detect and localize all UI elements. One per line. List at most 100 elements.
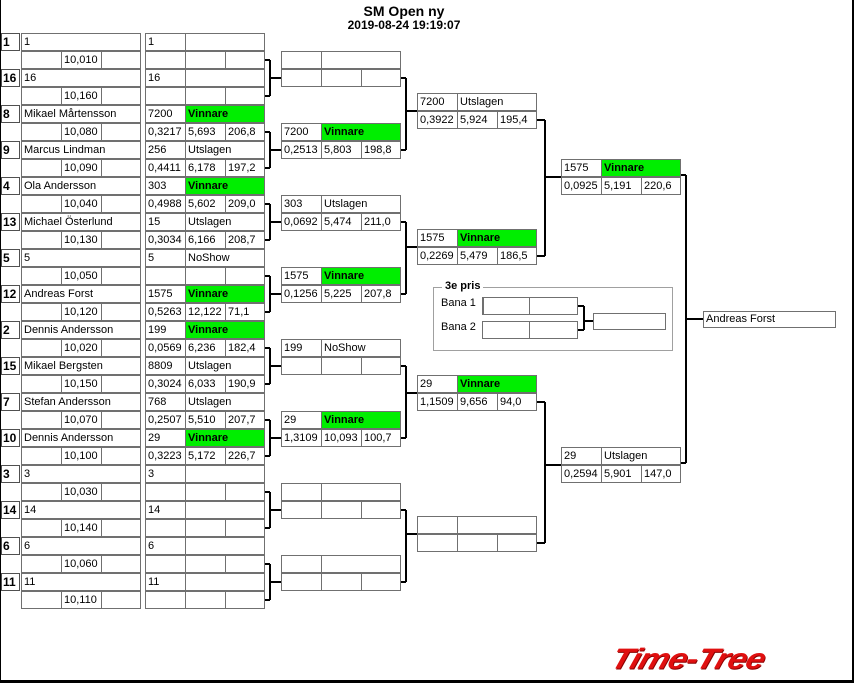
entrant-name[interactable]: 11 bbox=[21, 573, 141, 591]
lane2-result[interactable] bbox=[529, 321, 578, 339]
entrant-name[interactable]: Stefan Andersson bbox=[21, 393, 141, 411]
quarterfinal-car-number[interactable] bbox=[281, 483, 322, 501]
entrant-dial-in[interactable]: 10,080 bbox=[61, 123, 102, 141]
semifinal-reaction-time: 0,3922 bbox=[417, 111, 458, 129]
entrant-dial-in[interactable]: 10,100 bbox=[61, 447, 102, 465]
quarterfinal-speed: 211,0 bbox=[361, 213, 401, 231]
quarterfinal-car-number[interactable] bbox=[281, 51, 322, 69]
quarterfinal-car-number[interactable]: 7200 bbox=[281, 123, 322, 141]
round1-car-number[interactable]: 5 bbox=[145, 249, 186, 267]
quarterfinal-car-number[interactable]: 1575 bbox=[281, 267, 322, 285]
round1-car-number[interactable]: 14 bbox=[145, 501, 186, 519]
quarterfinal-speed bbox=[361, 357, 401, 375]
final-car-number[interactable]: 29 bbox=[561, 447, 602, 465]
seed-number: 3 bbox=[1, 465, 20, 483]
seed-number: 14 bbox=[1, 501, 20, 519]
semifinal-status bbox=[457, 516, 537, 534]
round1-car-number[interactable]: 1575 bbox=[145, 285, 186, 303]
entrant-blank bbox=[101, 159, 141, 177]
round1-car-number[interactable]: 3 bbox=[145, 465, 186, 483]
round1-status: Vinnare bbox=[185, 105, 265, 123]
entrant-dial-in[interactable]: 10,040 bbox=[61, 195, 102, 213]
entrant-name[interactable]: 1 bbox=[21, 33, 141, 51]
entrant-dial-in[interactable]: 10,140 bbox=[61, 519, 102, 537]
entrant-name[interactable]: Andreas Forst bbox=[21, 285, 141, 303]
round1-car-number[interactable]: 1 bbox=[145, 33, 186, 51]
quarterfinal-car-number[interactable] bbox=[281, 555, 322, 573]
lane1-input[interactable] bbox=[482, 297, 530, 315]
entrant-blank bbox=[21, 375, 62, 393]
entrant-blank bbox=[101, 339, 141, 357]
round1-car-number[interactable]: 16 bbox=[145, 69, 186, 87]
semifinal-speed: 186,5 bbox=[497, 247, 537, 265]
lane2-input[interactable] bbox=[482, 321, 530, 339]
entrant-dial-in[interactable]: 10,130 bbox=[61, 231, 102, 249]
round1-speed bbox=[225, 519, 265, 537]
entrant-dial-in[interactable]: 10,110 bbox=[61, 591, 102, 609]
entrant-name[interactable]: Marcus Lindman bbox=[21, 141, 141, 159]
round1-status: Utslagen bbox=[185, 357, 265, 375]
entrant-name[interactable]: Mikael Bergsten bbox=[21, 357, 141, 375]
entrant-blank bbox=[21, 231, 62, 249]
semifinal-reaction-time: 0,2269 bbox=[417, 247, 458, 265]
entrant-name[interactable]: Dennis Andersson bbox=[21, 321, 141, 339]
round1-reaction-time bbox=[145, 483, 186, 501]
entrant-name[interactable]: 16 bbox=[21, 69, 141, 87]
round1-car-number[interactable]: 768 bbox=[145, 393, 186, 411]
entrant-dial-in[interactable]: 10,020 bbox=[61, 339, 102, 357]
entrant-dial-in[interactable]: 10,120 bbox=[61, 303, 102, 321]
semifinal-car-number[interactable]: 29 bbox=[417, 375, 458, 393]
round1-reaction-time: 0,0569 bbox=[145, 339, 186, 357]
final-speed: 220,6 bbox=[641, 177, 681, 195]
round1-car-number[interactable]: 199 bbox=[145, 321, 186, 339]
entrant-dial-in[interactable]: 10,050 bbox=[61, 267, 102, 285]
round1-speed: 71,1 bbox=[225, 303, 265, 321]
entrant-name[interactable]: 14 bbox=[21, 501, 141, 519]
final-car-number[interactable]: 1575 bbox=[561, 159, 602, 177]
entrant-dial-in[interactable]: 10,060 bbox=[61, 555, 102, 573]
semifinal-car-number[interactable]: 1575 bbox=[417, 229, 458, 247]
entrant-name[interactable]: Michael Österlund bbox=[21, 213, 141, 231]
round1-status bbox=[185, 537, 265, 555]
round1-car-number[interactable]: 29 bbox=[145, 429, 186, 447]
entrant-name[interactable]: 3 bbox=[21, 465, 141, 483]
seed-number: 11 bbox=[1, 573, 20, 591]
entrant-dial-in[interactable]: 10,090 bbox=[61, 159, 102, 177]
quarterfinal-car-number[interactable]: 199 bbox=[281, 339, 322, 357]
semifinal-car-number[interactable]: 7200 bbox=[417, 93, 458, 111]
round1-car-number[interactable]: 303 bbox=[145, 177, 186, 195]
quarterfinal-reaction-time: 0,0692 bbox=[281, 213, 322, 231]
entrant-blank bbox=[101, 195, 141, 213]
round1-car-number[interactable]: 7200 bbox=[145, 105, 186, 123]
quarterfinal-car-number[interactable]: 303 bbox=[281, 195, 322, 213]
round1-elapsed-time: 12,122 bbox=[185, 303, 226, 321]
quarterfinal-speed bbox=[361, 501, 401, 519]
entrant-dial-in[interactable]: 10,150 bbox=[61, 375, 102, 393]
quarterfinal-reaction-time bbox=[281, 573, 322, 591]
entrant-dial-in[interactable]: 10,160 bbox=[61, 87, 102, 105]
entrant-dial-in[interactable]: 10,070 bbox=[61, 411, 102, 429]
entrant-name[interactable]: Mikael Mårtensson bbox=[21, 105, 141, 123]
round1-reaction-time: 0,5263 bbox=[145, 303, 186, 321]
round1-car-number[interactable]: 256 bbox=[145, 141, 186, 159]
entrant-name[interactable]: Dennis Andersson bbox=[21, 429, 141, 447]
entrant-dial-in[interactable]: 10,030 bbox=[61, 483, 102, 501]
semifinal-reaction-time: 1,1509 bbox=[417, 393, 458, 411]
entrant-blank bbox=[21, 123, 62, 141]
quarterfinal-car-number[interactable]: 29 bbox=[281, 411, 322, 429]
entrant-dial-in[interactable]: 10,010 bbox=[61, 51, 102, 69]
lane1-result[interactable] bbox=[529, 297, 578, 315]
entrant-name[interactable]: 5 bbox=[21, 249, 141, 267]
round1-car-number[interactable]: 8809 bbox=[145, 357, 186, 375]
entrant-blank bbox=[21, 483, 62, 501]
quarterfinal-elapsed-time: 5,225 bbox=[321, 285, 362, 303]
round1-car-number[interactable]: 15 bbox=[145, 213, 186, 231]
round1-car-number[interactable]: 11 bbox=[145, 573, 186, 591]
entrant-name[interactable]: Ola Andersson bbox=[21, 177, 141, 195]
round1-reaction-time bbox=[145, 51, 186, 69]
third-place-winner[interactable] bbox=[593, 313, 666, 330]
entrant-name[interactable]: 6 bbox=[21, 537, 141, 555]
champion-box[interactable]: Andreas Forst bbox=[703, 311, 836, 328]
semifinal-car-number[interactable] bbox=[417, 516, 458, 534]
round1-car-number[interactable]: 6 bbox=[145, 537, 186, 555]
